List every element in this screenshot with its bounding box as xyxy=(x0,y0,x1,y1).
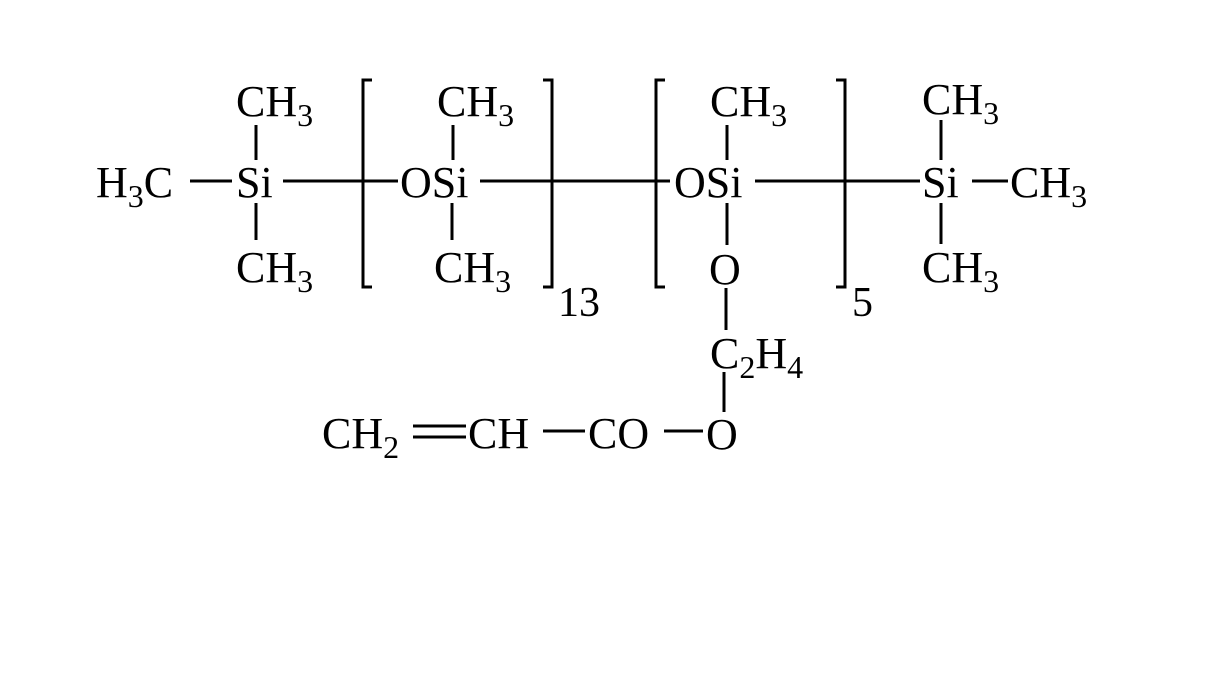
label-ch3-top-left: CH3 xyxy=(236,77,314,133)
bracket-right-unit2 xyxy=(836,78,847,289)
label-ch2: CH2 xyxy=(322,409,400,465)
label-ch3-right: CH3 xyxy=(1010,158,1088,214)
label-ch3-top-right: CH3 xyxy=(922,75,1000,131)
label-si-left: Si xyxy=(236,158,273,207)
label-h3c: H3C xyxy=(96,158,174,214)
label-ch3-bottom-unit1: CH3 xyxy=(434,243,512,299)
label-osi-unit1: OSi xyxy=(400,158,469,207)
label-osi-unit2: OSi xyxy=(674,158,743,207)
label-ch3-bottom-left: CH3 xyxy=(236,243,314,299)
repeat-count-unit2: 5 xyxy=(852,280,873,326)
label-co: CO xyxy=(588,409,650,458)
label-o-unit2: O xyxy=(709,245,741,294)
label-ch3-top-unit2: CH3 xyxy=(710,77,788,133)
bracket-left-unit2 xyxy=(654,78,665,289)
bracket-right-unit1 xyxy=(543,78,554,289)
label-o-ester: O xyxy=(706,410,738,459)
label-c2h4: C2H4 xyxy=(710,329,804,385)
repeat-count-unit1: 13 xyxy=(558,280,600,326)
bracket-left-unit1 xyxy=(361,78,372,289)
label-ch3-bottom-right: CH3 xyxy=(922,243,1000,299)
label-si-right: Si xyxy=(922,158,959,207)
label-ch: CH xyxy=(468,409,530,458)
label-ch3-top-unit1: CH3 xyxy=(437,77,515,133)
